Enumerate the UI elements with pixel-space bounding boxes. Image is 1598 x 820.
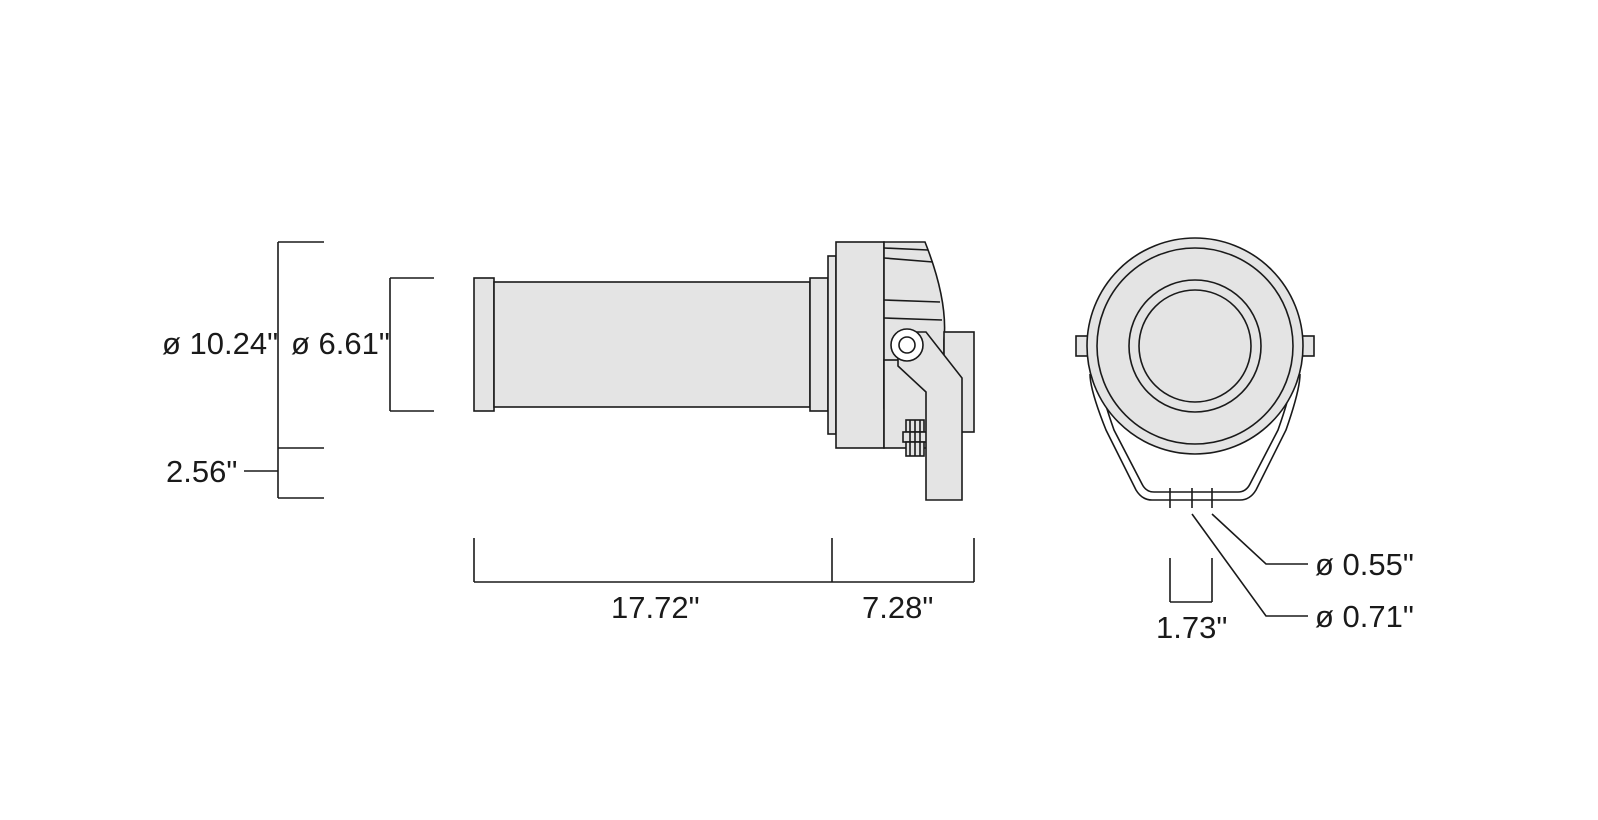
label-body-length: 17.72"	[611, 590, 700, 625]
mounting-bracket	[897, 331, 963, 501]
leader-hole-small	[1211, 513, 1308, 565]
flange-plate	[827, 255, 837, 435]
rear-collar	[809, 277, 829, 412]
dim-line-lengths	[473, 538, 975, 583]
dim-line-lens-diameter	[389, 277, 434, 412]
front-end-cap	[473, 277, 495, 412]
front-view	[1075, 237, 1315, 508]
dim-line-bracket-offset	[244, 448, 324, 499]
yoke-inner	[1099, 379, 1293, 493]
side-view	[473, 241, 975, 501]
cable-gland	[902, 419, 928, 457]
yoke-outer	[1089, 373, 1301, 501]
label-bracket-length: 7.28"	[862, 590, 933, 625]
label-overall-diameter: ø 10.24"	[162, 326, 278, 361]
front-outer-ring	[1086, 237, 1304, 455]
label-lens-diameter: ø 6.61"	[291, 326, 390, 361]
dim-line-overall-diameter	[277, 241, 324, 449]
front-lens-ring	[1128, 279, 1262, 413]
front-bezel-ring	[1096, 247, 1294, 445]
label-hole-large: ø 0.71"	[1315, 599, 1414, 634]
label-bracket-offset: 2.56"	[166, 454, 237, 489]
housing-head	[835, 241, 885, 449]
dimension-lines	[244, 241, 1308, 617]
label-slot-width: 1.73"	[1156, 610, 1227, 645]
dim-line-slot-width	[1169, 558, 1213, 603]
fixture-cylinder	[493, 281, 811, 408]
label-hole-small: ø 0.55"	[1315, 547, 1414, 582]
leader-hole-large	[1191, 513, 1308, 617]
shroud-fins	[883, 247, 943, 321]
front-lens	[1138, 289, 1252, 403]
slot-hole-marks	[1169, 488, 1213, 508]
pivot-knob-inner	[898, 336, 916, 354]
